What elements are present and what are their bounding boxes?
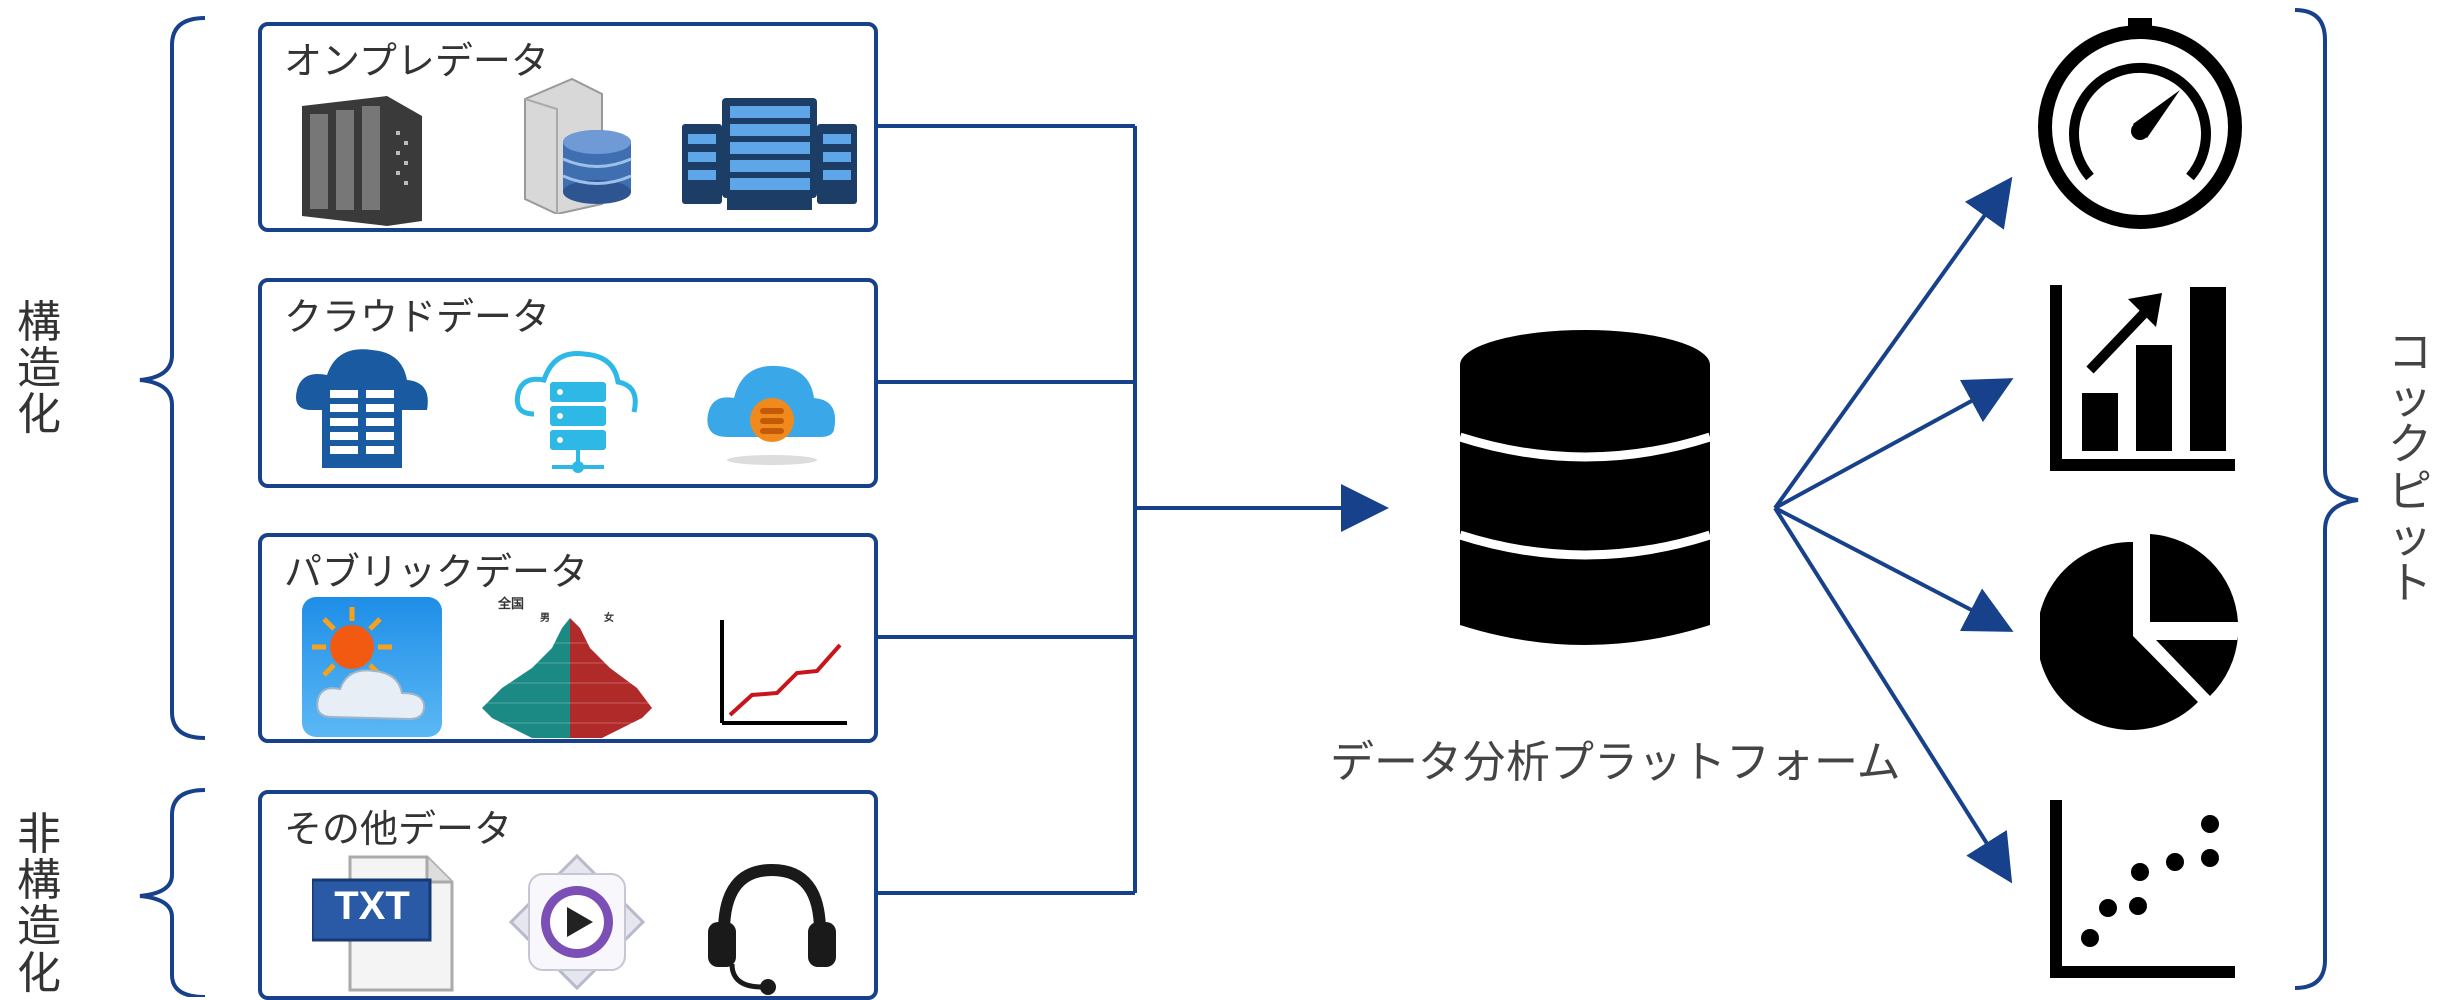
unstructured-bracket	[139, 788, 206, 997]
source-connectors	[876, 124, 1389, 895]
public-data-title: パブリックデータ	[284, 550, 589, 594]
database-server-icon	[524, 77, 632, 214]
line-graph-icon	[720, 620, 847, 725]
population-pyramid-icon: 全国 男 女	[472, 593, 662, 743]
weather-icon	[302, 597, 442, 737]
server-stack-icon	[682, 98, 857, 210]
cockpit-char: ト	[2388, 557, 2432, 609]
cockpit-label: コ ッ ク ピ ッ ト	[2385, 327, 2435, 609]
media-play-icon	[508, 853, 646, 991]
unstructured-char: 構	[17, 855, 61, 907]
unstructured-char: 造	[17, 901, 61, 953]
cloud-building-icon	[296, 349, 428, 468]
other-data-title: その他データ	[284, 807, 513, 851]
cockpit-char: ッ	[2388, 373, 2432, 425]
unstructured-label: 非 構 造 化	[14, 809, 64, 999]
cloud-data-box: クラウドデータ	[258, 278, 878, 488]
output-arrows	[1773, 176, 2014, 884]
pyramid-female-label: 女	[604, 613, 614, 624]
structured-bracket	[139, 16, 206, 740]
structured-label: 構 造 化	[14, 297, 64, 441]
cloud-database-icon	[707, 365, 836, 465]
onprem-data-title: オンプレデータ	[284, 39, 549, 83]
structured-char: 構	[17, 297, 61, 348]
cockpit-char: ピ	[2388, 465, 2432, 517]
pyramid-male-label: 男	[540, 613, 550, 624]
cockpit-char: コ	[2388, 327, 2432, 378]
unstructured-char: 化	[17, 947, 61, 999]
headset-icon	[708, 863, 836, 995]
gauge-icon	[2038, 18, 2242, 229]
cockpit-bracket	[2294, 8, 2359, 990]
cockpit-char: ッ	[2388, 511, 2432, 563]
cloud-data-title: クラウドデータ	[284, 295, 551, 339]
platform-label: データ分析プラットフォーム	[1330, 737, 1901, 788]
database-platform-icon	[1458, 330, 1712, 645]
unstructured-char: 非	[17, 809, 61, 860]
cloud-server-icon	[514, 351, 638, 473]
server-rack-icon	[302, 96, 422, 226]
other-data-box: その他データ TXT	[258, 790, 878, 1000]
txt-file-icon: TXT	[312, 852, 462, 992]
cockpit-char: ク	[2388, 419, 2432, 471]
structured-char: 化	[17, 389, 61, 441]
structured-char: 造	[17, 343, 61, 395]
txt-file-label: TXT	[334, 884, 410, 928]
bar-chart-icon	[2050, 285, 2235, 471]
scatter-plot-icon	[2050, 800, 2235, 978]
pyramid-region-label: 全国	[498, 597, 525, 612]
pie-chart-icon	[2040, 534, 2238, 730]
onprem-data-box: オンプレデータ	[258, 22, 878, 232]
public-data-box: パブリックデータ 全国 男 女	[258, 533, 878, 743]
